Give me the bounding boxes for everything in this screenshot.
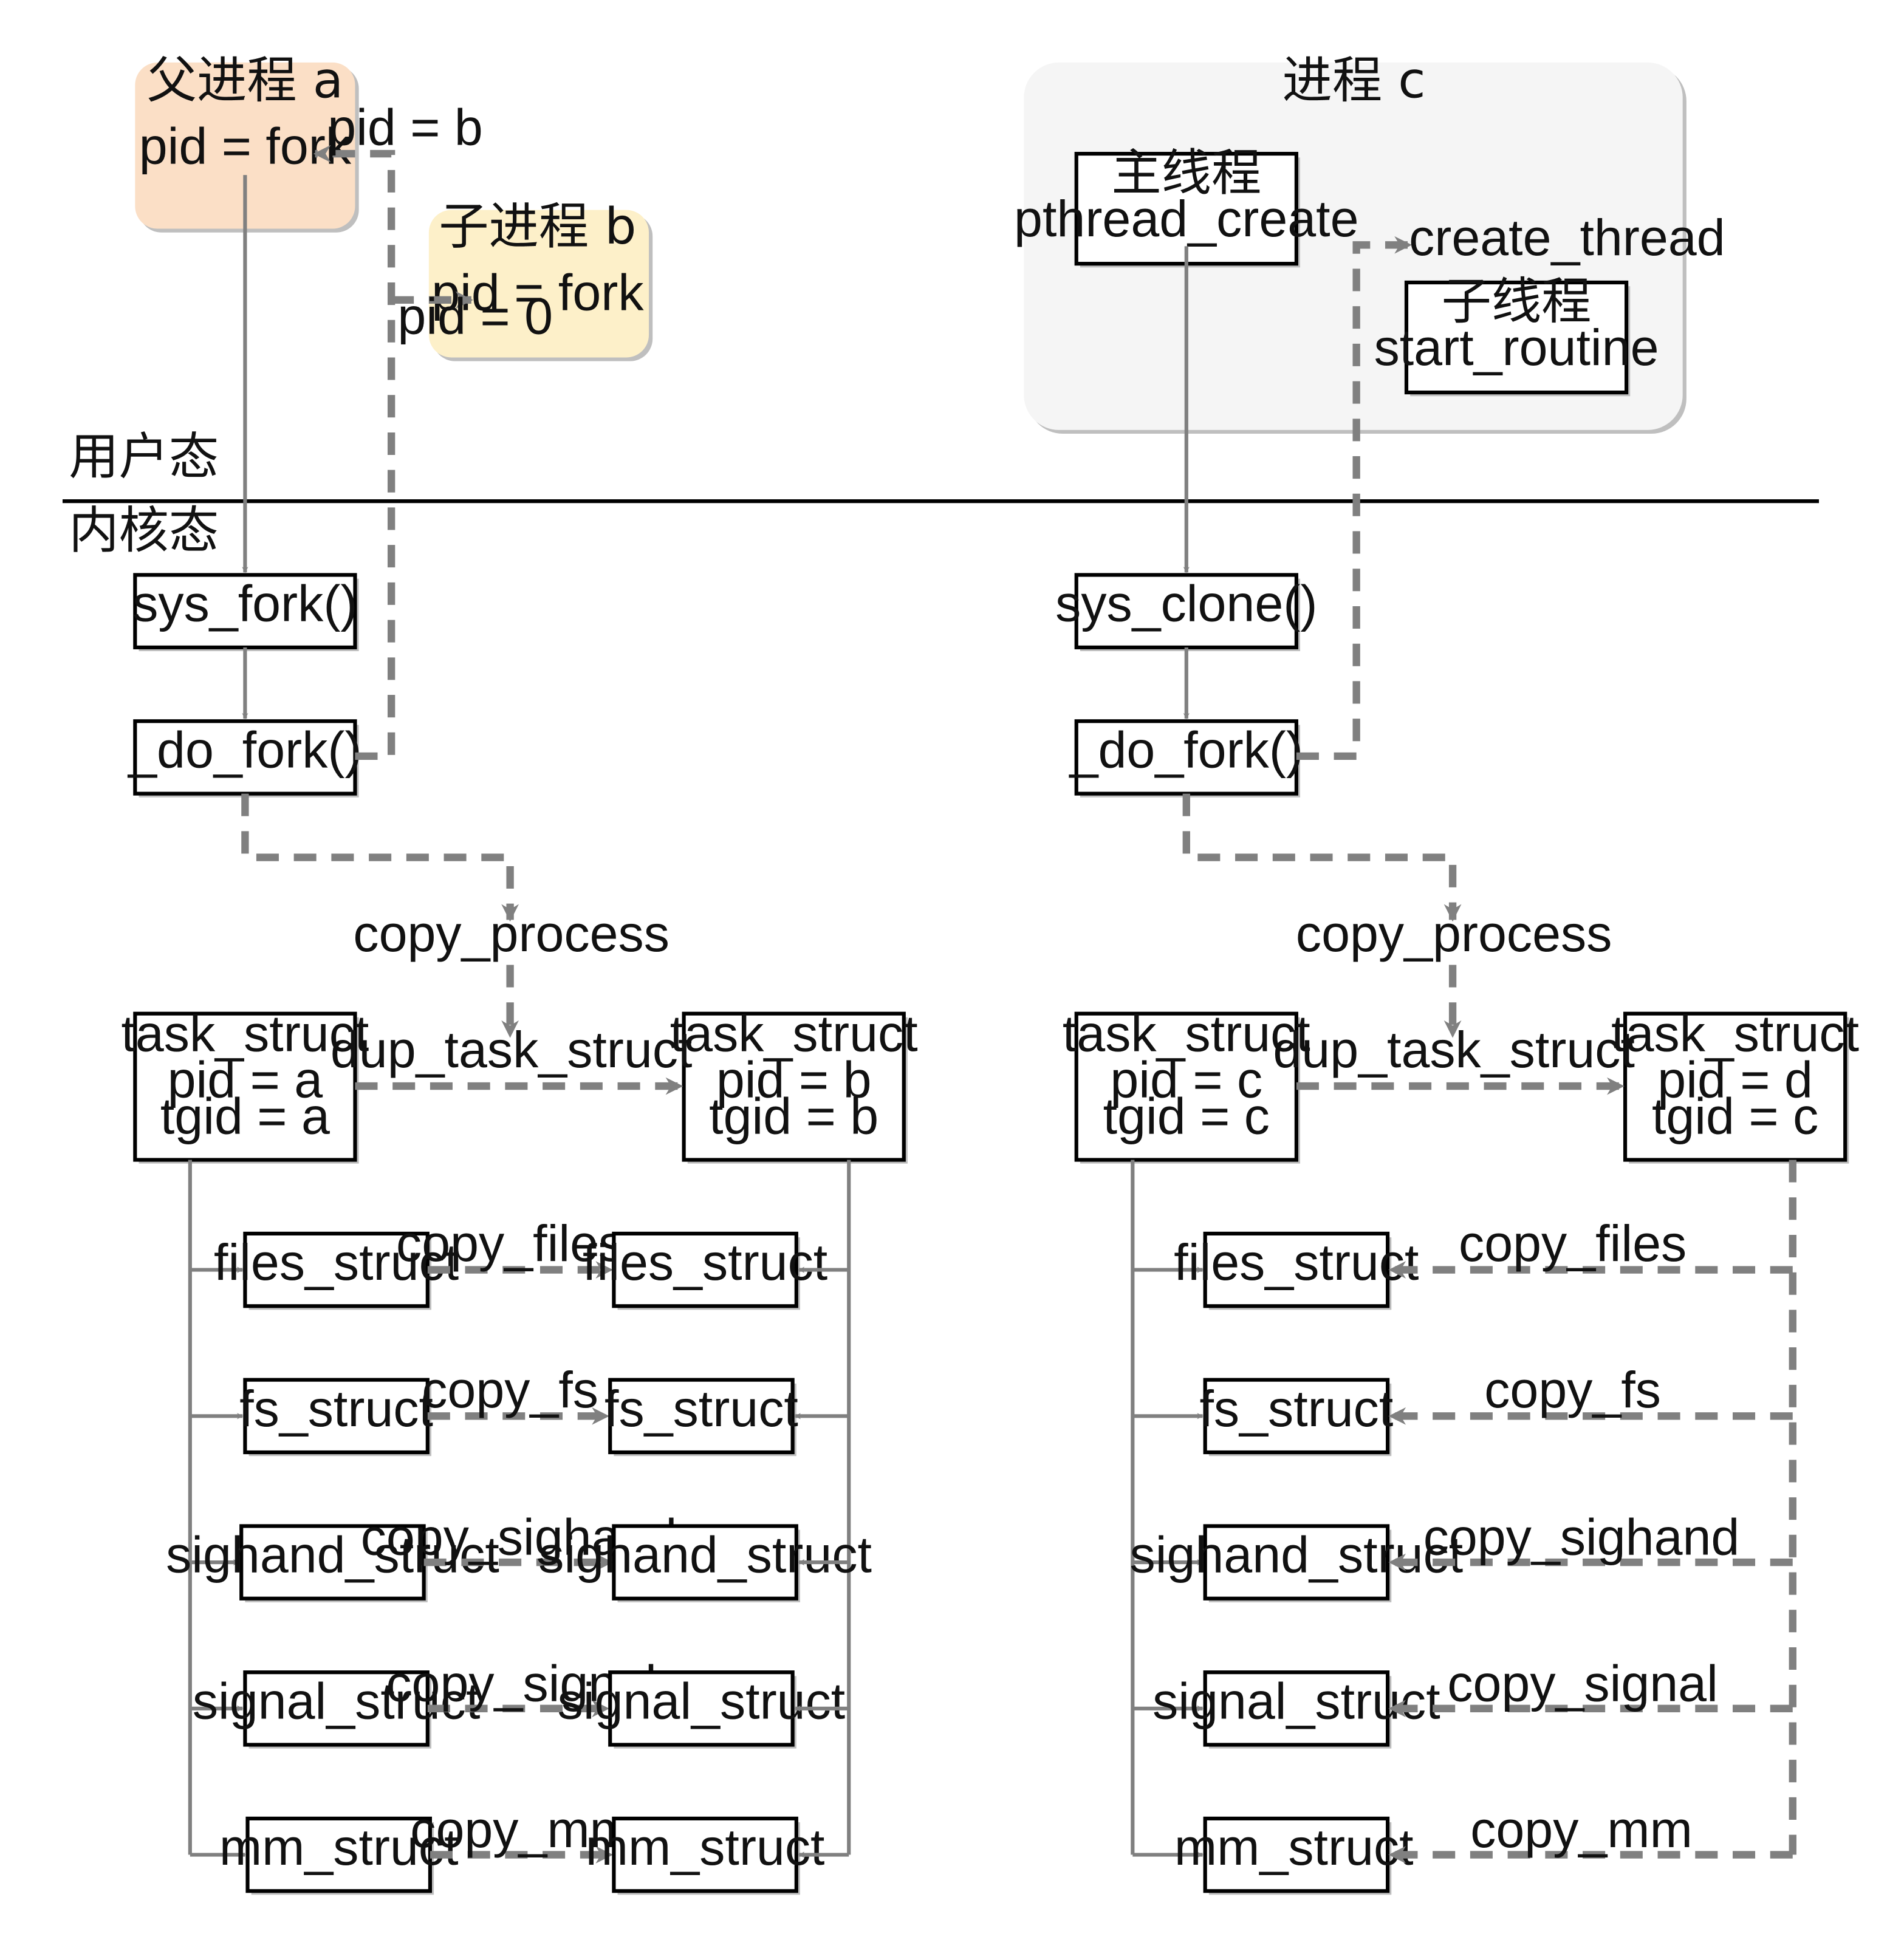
- files-struct-a-label: files_struct: [214, 1234, 459, 1291]
- process-c-title: 进程 c: [1282, 52, 1426, 109]
- create-thread-label: create_thread: [1409, 209, 1725, 266]
- fs-struct-a-label: fs_struct: [239, 1380, 433, 1437]
- signal-struct-b: signal_struct: [558, 1670, 846, 1749]
- task-d-title: task_struct: [1611, 1005, 1859, 1062]
- task-a-tgid: tgid = a: [160, 1087, 330, 1144]
- sys-fork-box: sys_fork(): [132, 573, 359, 652]
- return-child-label: pid = 0: [397, 287, 553, 344]
- sys-clone-label: sys_clone(): [1055, 575, 1317, 632]
- task-d-tgid: tgid = c: [1652, 1087, 1818, 1144]
- task-struct-b: task_struct pid = b tgid = b: [670, 1005, 918, 1164]
- task-c-pid: pid = c: [1110, 1051, 1262, 1109]
- sub-thread-title: 子线程: [1442, 273, 1592, 331]
- task-a-pid: pid = a: [168, 1051, 323, 1109]
- sighand-struct-a-label: sighand_struct: [166, 1526, 499, 1584]
- parent-process-title: 父进程 a: [147, 52, 343, 109]
- dup-task-label-left: dup_task_struct: [330, 1021, 693, 1078]
- task-struct-a: task_struct pid = a tgid = a: [121, 1005, 369, 1164]
- copy-mm-label-right: copy_mm: [1470, 1801, 1693, 1858]
- task-b-tgid: tgid = b: [709, 1087, 878, 1144]
- create-thread-arrow: [1296, 236, 1413, 760]
- return-to-parent-arrow: [313, 145, 396, 760]
- copy-process-label-right: copy_process: [1296, 905, 1612, 962]
- return-parent-label: pid = b: [327, 99, 483, 156]
- copy-files-label-left: copy_files: [396, 1215, 624, 1272]
- copy-files-label-right: copy_files: [1459, 1215, 1687, 1272]
- mm-struct-c: mm_struct: [1174, 1816, 1414, 1895]
- main-thread-call: pthread_create: [1014, 190, 1359, 247]
- task-d-pid: pid = d: [1657, 1051, 1813, 1109]
- copy-fs-label-left: copy_fs: [422, 1361, 598, 1418]
- fs-struct-a: fs_struct: [239, 1378, 433, 1457]
- signal-struct-c-label: signal_struct: [1152, 1672, 1440, 1729]
- mm-struct-b-label: mm_struct: [586, 1819, 825, 1876]
- task-struct-c: task_struct pid = c tgid = c: [1063, 1005, 1310, 1164]
- main-thread-box: 主线程 pthread_create: [1014, 145, 1359, 268]
- sys-fork-label: sys_fork(): [132, 575, 357, 632]
- task-a-title: task_struct: [121, 1005, 369, 1062]
- fs-struct-b-label: fs_struct: [604, 1380, 798, 1437]
- parent-fork-call: pid = fork: [139, 118, 352, 175]
- user-mode-label: 用户态: [69, 428, 219, 486]
- do-fork-box-right: _do_fork(): [1069, 719, 1303, 798]
- signal-struct-a: signal_struct: [193, 1670, 481, 1749]
- files-struct-a: files_struct: [214, 1231, 459, 1310]
- main-thread-title: 主线程: [1111, 145, 1261, 202]
- do-fork-label-right: _do_fork(): [1069, 721, 1303, 778]
- child-process-title: 子进程 b: [439, 198, 636, 256]
- mm-struct-c-label: mm_struct: [1174, 1819, 1414, 1876]
- task-c-tgid: tgid = c: [1103, 1087, 1270, 1144]
- task-b-title: task_struct: [670, 1005, 918, 1062]
- task-struct-d: task_struct pid = d tgid = c: [1611, 1005, 1859, 1164]
- mm-struct-b: mm_struct: [586, 1816, 825, 1895]
- sighand-struct-a: sighand_struct: [166, 1524, 499, 1602]
- parent-process-a: 父进程 a pid = fork: [135, 52, 359, 233]
- sub-thread-call: start_routine: [1374, 319, 1659, 376]
- files-struct-b: files_struct: [583, 1231, 827, 1310]
- files-struct-c-label: files_struct: [1174, 1234, 1419, 1291]
- copy-signal-label-right: copy_signal: [1447, 1655, 1718, 1712]
- sighand-struct-b-label: sighand_struct: [538, 1526, 872, 1584]
- fs-struct-b: fs_struct: [604, 1378, 798, 1457]
- sighand-struct-c-label: sighand_struct: [1130, 1526, 1464, 1584]
- files-struct-b-label: files_struct: [583, 1234, 827, 1291]
- sub-thread-box: 子线程 start_routine: [1374, 273, 1659, 397]
- task-c-title: task_struct: [1063, 1005, 1310, 1062]
- do-fork-to-copy-process-left: [241, 793, 519, 922]
- sighand-struct-c: sighand_struct: [1130, 1524, 1464, 1602]
- copy-mm-label-left: copy_mm: [410, 1801, 632, 1858]
- fs-struct-c: fs_struct: [1199, 1378, 1393, 1457]
- files-struct-c: files_struct: [1174, 1231, 1419, 1310]
- copy-process-label-left: copy_process: [353, 905, 669, 962]
- dup-task-label-right: dup_task_struct: [1273, 1021, 1635, 1078]
- child-process-b: 子进程 b pid = fork: [428, 198, 653, 361]
- mm-struct-a-label: mm_struct: [219, 1819, 459, 1876]
- sighand-struct-b: sighand_struct: [538, 1524, 872, 1602]
- copy-sighand-label-right: copy_sighand: [1423, 1509, 1740, 1566]
- do-fork-box-left: _do_fork(): [127, 719, 362, 798]
- copy-fs-label-right: copy_fs: [1484, 1361, 1661, 1418]
- task-b-pid: pid = b: [716, 1051, 872, 1109]
- fs-struct-c-label: fs_struct: [1199, 1380, 1393, 1437]
- do-fork-label-left: _do_fork(): [127, 721, 361, 778]
- sys-clone-box: sys_clone(): [1055, 573, 1317, 652]
- mm-struct-a: mm_struct: [219, 1816, 459, 1895]
- do-fork-to-copy-process-right: [1182, 793, 1462, 922]
- signal-struct-a-label: signal_struct: [193, 1672, 481, 1729]
- kernel-mode-label: 内核态: [69, 502, 219, 559]
- signal-struct-b-label: signal_struct: [558, 1672, 846, 1729]
